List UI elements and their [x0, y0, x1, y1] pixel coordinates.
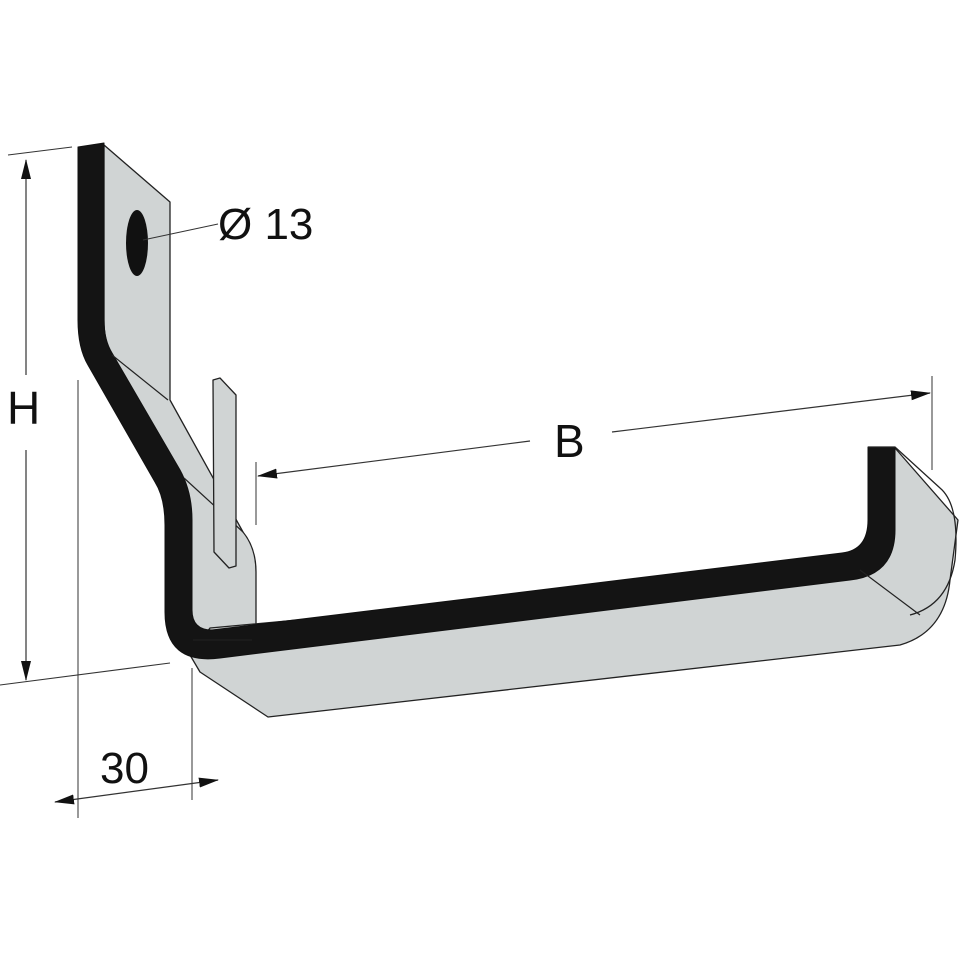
extension-line-top — [7, 146, 73, 156]
gutter-bracket — [77, 142, 959, 718]
height-label: H — [7, 382, 40, 434]
width-dimension-line-left — [257, 440, 531, 479]
depth-dimension-line — [54, 777, 219, 805]
steel-edge-profile — [77, 142, 896, 660]
width-dimension-line-right — [611, 390, 931, 433]
front-lip — [868, 446, 957, 616]
width-label: B — [554, 415, 585, 467]
bend-line-upper — [111, 354, 169, 401]
bottom-strap-face — [189, 447, 959, 718]
extension-line-bottom — [0, 662, 171, 686]
dimension-labels: Ø 13 H B 30 — [7, 200, 585, 793]
fixing-clip — [212, 377, 237, 569]
dimension-lines — [0, 146, 933, 818]
hole-diameter-label: Ø 13 — [218, 200, 313, 249]
mounting-hole — [126, 210, 148, 276]
depth-label: 30 — [100, 744, 149, 793]
hole-leader-line — [142, 223, 219, 241]
front-lip-inner — [859, 569, 921, 616]
